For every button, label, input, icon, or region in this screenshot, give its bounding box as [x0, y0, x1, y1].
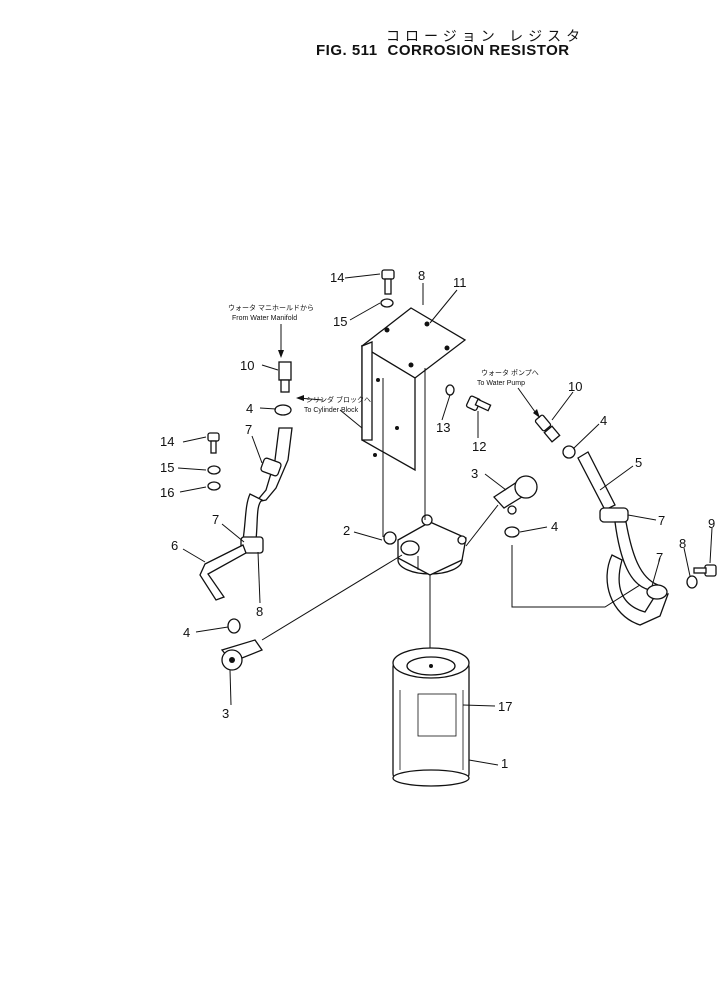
callout-7: 7	[245, 422, 252, 437]
callout-14: 14	[330, 270, 344, 285]
note-cylinder-jp: シリンダ ブロックへ	[306, 395, 371, 404]
callout-15: 15	[333, 314, 347, 329]
callout-4: 4	[600, 413, 607, 428]
figure-title: FIG. 511 CORROSION RESISTOR	[316, 42, 580, 59]
bracket	[360, 307, 467, 472]
right-hose-assembly	[534, 414, 669, 626]
callout-3: 3	[222, 706, 229, 721]
figure-name: CORROSION RESISTOR	[387, 42, 570, 59]
callout-16: 16	[160, 485, 174, 500]
callout-4: 4	[246, 401, 253, 416]
filter-element	[392, 647, 470, 787]
callout-7: 7	[212, 512, 219, 527]
note-to-cylinder: シリンダ ブロックへ To Cylinder Block	[304, 395, 371, 414]
note-pump-jp: ウォータ ポンプへ	[481, 368, 539, 377]
callout-labels: 14 8 11 15 10 4 13 12 7 14 15 16 7 6 8 4…	[160, 268, 715, 771]
note-from-manifold: ウォータ マニホールドから From Water Manifold	[228, 303, 314, 322]
callout-8: 8	[418, 268, 425, 283]
left-bolt-stack	[207, 432, 221, 491]
filter-head	[383, 514, 467, 576]
callout-7: 7	[658, 513, 665, 528]
title-japanese: コロージョン レジスタ	[386, 29, 586, 45]
callout-7: 7	[656, 550, 663, 565]
callout-1: 1	[501, 756, 508, 771]
callout-10: 10	[568, 379, 582, 394]
left-hose-assembly	[199, 427, 293, 601]
callout-4: 4	[551, 519, 558, 534]
note-pump-en: To Water Pump	[477, 380, 525, 387]
callout-4: 4	[183, 625, 190, 640]
callout-14: 14	[160, 434, 174, 449]
callout-6: 6	[171, 538, 178, 553]
callout-13: 13	[436, 420, 450, 435]
note-cylinder-en: To Cylinder Block	[304, 407, 359, 414]
note-to-pump: ウォータ ポンプへ To Water Pump	[477, 368, 539, 387]
callout-12: 12	[472, 439, 486, 454]
right-elbow	[493, 475, 538, 538]
left-nipple	[274, 361, 292, 416]
callout-17: 17	[498, 699, 512, 714]
callout-8: 8	[679, 536, 686, 551]
note-manifold-jp: ウォータ マニホールドから	[228, 303, 314, 312]
figure-number: FIG. 511	[316, 42, 378, 59]
bolt-top	[380, 269, 395, 308]
callout-10: 10	[240, 358, 254, 373]
right-bolt	[686, 564, 717, 589]
callout-11: 11	[453, 275, 467, 290]
left-elbow	[220, 618, 264, 671]
callout-15: 15	[160, 460, 174, 475]
leader-lines	[177, 273, 713, 766]
callout-8: 8	[256, 604, 263, 619]
callout-9: 9	[708, 516, 715, 531]
callout-3: 3	[471, 466, 478, 481]
callout-5: 5	[635, 455, 642, 470]
callout-2: 2	[343, 523, 350, 538]
bolt-side	[445, 384, 492, 412]
note-manifold-en: From Water Manifold	[232, 315, 297, 322]
